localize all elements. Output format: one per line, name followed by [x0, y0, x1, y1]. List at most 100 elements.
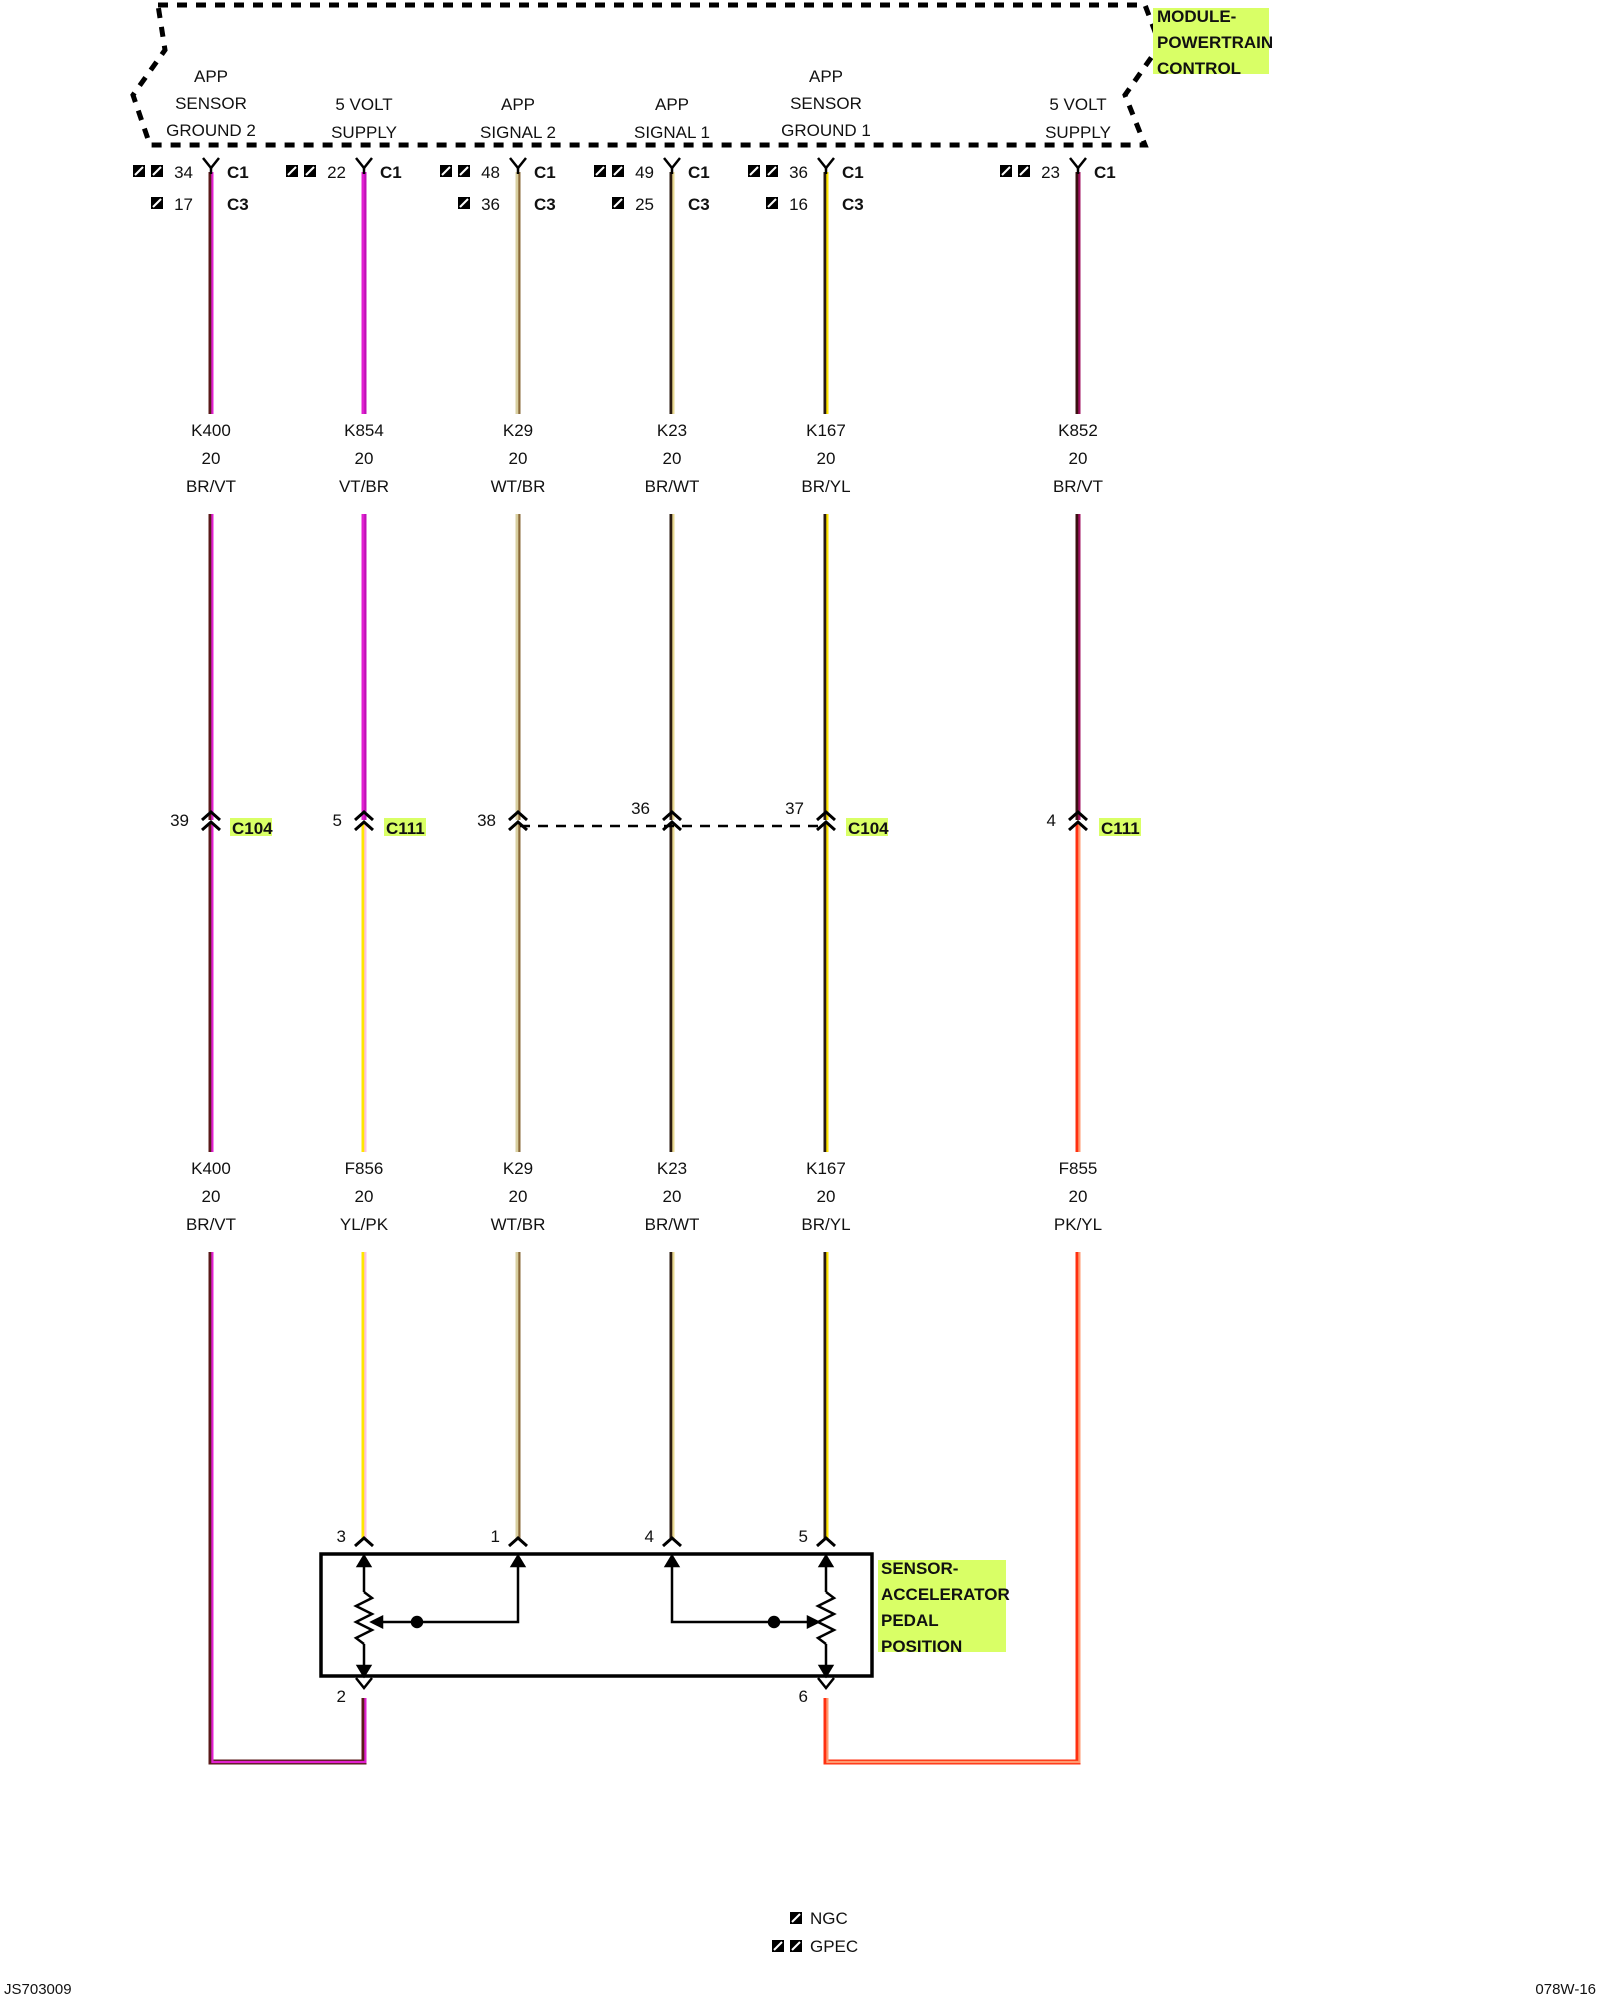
c1-ngc-conn: C3	[227, 195, 249, 214]
footer-left: JS703009	[4, 1981, 72, 1998]
c5-lower-gauge: 20	[817, 1187, 836, 1206]
pcm-module-line-3: CONTROL	[1157, 59, 1241, 78]
c6-lower-color: PK/YL	[1054, 1215, 1102, 1234]
c5-sensor-chevron	[816, 1535, 836, 1548]
c6-lower-code: F855	[1059, 1159, 1098, 1178]
circuit-function-labels: APP SENSOR GROUND 2 5 VOLT SUPPLY APP SI…	[166, 67, 1111, 142]
c5-lower-code: K167	[806, 1159, 846, 1178]
c1-inline-chevron-2	[201, 819, 221, 832]
c6-upper-code: K852	[1058, 421, 1098, 440]
c6-upper-gauge: 20	[1069, 449, 1088, 468]
c1-gpec-conn: C1	[227, 163, 249, 182]
c3-ngc-icon-slash	[459, 198, 469, 208]
c2-lower-gauge: 20	[355, 1187, 374, 1206]
c2-gpec-conn: C1	[380, 163, 402, 182]
c2-upper-gauge: 20	[355, 449, 374, 468]
c3-ngc-conn: C3	[534, 195, 556, 214]
legend-ngc: NGC	[810, 1909, 848, 1928]
c1-inline-chevron-1	[201, 809, 221, 822]
c4-inline-chevron-2	[662, 819, 682, 832]
c3-gpec-conn: C1	[534, 163, 556, 182]
c2-lower-code: F856	[345, 1159, 384, 1178]
c111-left-label: C111	[386, 819, 425, 838]
c4-upper-code: K23	[657, 421, 687, 440]
c3-inline-chevron-2	[508, 819, 528, 832]
c1-lower-wire-b-base	[208, 1252, 367, 1765]
c3-inline-pin: 38	[477, 811, 496, 830]
sensor-bottom-fork-right	[817, 1677, 835, 1691]
c1-lower-wire-b-stripe	[211, 1252, 367, 1764]
c4-gpec-conn: C1	[688, 163, 710, 182]
c1-gpec-icon-2-slash	[152, 166, 162, 176]
c6-gpec-pin: 23	[1041, 163, 1060, 182]
func-c4-line2: SIGNAL 1	[634, 123, 710, 142]
c1-gpec-pin: 34	[174, 163, 193, 182]
c4-upper-gauge: 20	[663, 449, 682, 468]
c3-lower-gauge: 20	[509, 1187, 528, 1206]
c4-inline-pin: 36	[631, 799, 650, 818]
pcm-module-label: MODULE- POWERTRAIN CONTROL	[1157, 7, 1273, 78]
func-c5-line1: APP	[809, 67, 843, 86]
c111-left-bg	[384, 818, 426, 836]
wires-layer	[208, 172, 1081, 1765]
c5-ngc-icon-slash	[767, 198, 777, 208]
c3-sensor-chevron	[508, 1535, 528, 1548]
c2-inline-pin: 5	[333, 811, 342, 830]
c3-upper-color: WT/BR	[491, 477, 546, 496]
c5-sensor-pin: 5	[799, 1527, 808, 1546]
c2-upper-code: K854	[344, 421, 384, 440]
func-c3-line2: SIGNAL 2	[480, 123, 556, 142]
sensor-label-bg	[878, 1560, 1006, 1652]
c1-gpec-icon-1-slash	[134, 166, 144, 176]
sensor-label: SENSOR- ACCELERATOR PEDAL POSITION	[881, 1559, 1010, 1656]
c5-ngc-conn: C3	[842, 195, 864, 214]
c4-inline-chevron-1	[662, 809, 682, 822]
c2-inline-chevron-2	[354, 819, 374, 832]
c6-inline-chevron-1	[1068, 809, 1088, 822]
c3-ngc-pin: 36	[481, 195, 500, 214]
c4-ngc-conn: C3	[688, 195, 710, 214]
c6-upper-color: BR/VT	[1053, 477, 1103, 496]
c6-gpec-conn: C1	[1094, 163, 1116, 182]
c4-sensor-chevron	[662, 1535, 682, 1548]
c3-upper-gauge: 20	[509, 449, 528, 468]
potentiometer-right	[663, 1553, 837, 1679]
func-c1-line1: APP	[194, 67, 228, 86]
c3-gpec-icon-1-slash	[441, 166, 451, 176]
c6-lower-gauge: 20	[1069, 1187, 1088, 1206]
func-c6-line1: 5 VOLT	[1049, 95, 1106, 114]
c5-inline-pin: 37	[785, 799, 804, 818]
c5-lower-color: BR/YL	[801, 1215, 850, 1234]
c3-pcm-fork	[509, 157, 527, 171]
c6-pcm-fork	[1069, 157, 1087, 171]
c6-gpec-icon-1-slash	[1001, 166, 1011, 176]
c2-gpec-icon-1-slash	[287, 166, 297, 176]
c2-pcm-fork	[355, 157, 373, 171]
sensor-bottom-fork-left	[355, 1677, 373, 1691]
c4-lower-color: BR/WT	[645, 1215, 700, 1234]
func-c5-line3: GROUND 1	[781, 121, 871, 140]
c1-lower-color: BR/VT	[186, 1215, 236, 1234]
c5-upper-gauge: 20	[817, 449, 836, 468]
c6-inline-pin: 4	[1047, 811, 1056, 830]
c3-lower-color: WT/BR	[491, 1215, 546, 1234]
c5-upper-code: K167	[806, 421, 846, 440]
pcm-module-line-2: POWERTRAIN	[1157, 33, 1273, 52]
c5-gpec-pin: 36	[789, 163, 808, 182]
sensor-box	[319, 1552, 874, 1678]
c104-left-bg	[230, 818, 272, 836]
c4-upper-color: BR/WT	[645, 477, 700, 496]
pcm-module-label-bg	[1153, 8, 1269, 74]
c111-right-label: C111	[1101, 819, 1140, 838]
sensor-bottom-pin-left: 2	[337, 1687, 346, 1706]
c5-pcm-fork	[817, 157, 835, 171]
c4-gpec-pin: 49	[635, 163, 654, 182]
c111-right-bg	[1099, 818, 1141, 836]
c5-inline-chevron-1	[816, 809, 836, 822]
c2-sensor-chevron	[354, 1535, 374, 1548]
ngc-icon	[790, 1912, 802, 1924]
sensor-line-1: SENSOR-	[881, 1559, 958, 1578]
c4-ngc-icon-slash	[613, 198, 623, 208]
